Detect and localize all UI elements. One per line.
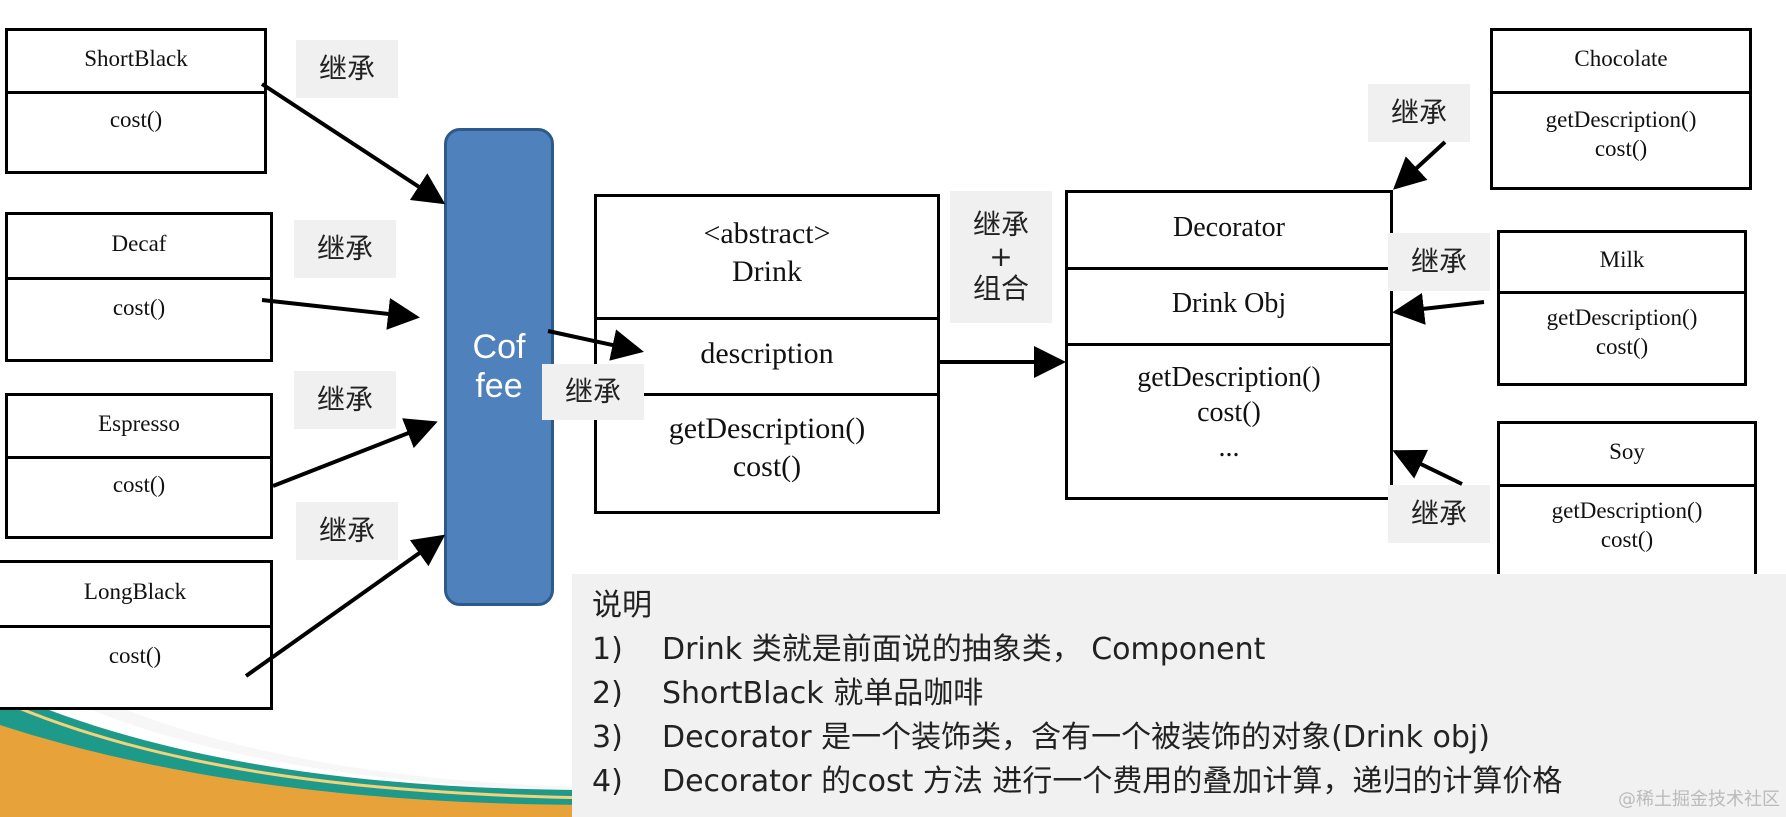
notes-panel: 说明 1) Drink 类就是前面说的抽象类， Component 2) Sho…	[572, 574, 1786, 817]
method: cost()	[1594, 135, 1648, 161]
label-line: 继承	[972, 207, 1029, 241]
method: cost()	[112, 295, 166, 320]
class-methods: cost()	[8, 277, 270, 359]
notes-item: 4) Decorator 的cost 方法 进行一个费用的叠加计算，递归的计算价…	[592, 760, 1766, 804]
class-name: Drink	[732, 254, 802, 288]
edge-label-inherit: 继承	[294, 371, 396, 429]
class-name: Milk	[1599, 247, 1645, 272]
label-line: +	[989, 239, 1013, 273]
method: getDescription()	[668, 412, 866, 445]
method: getDescription()	[1546, 305, 1698, 330]
notes-item-text: Decorator 是一个装饰类，含有一个被装饰的对象(Drink obj)	[662, 720, 1490, 755]
notes-item-text: ShortBlack 就单品咖啡	[662, 676, 984, 711]
method: getDescription()	[1551, 498, 1703, 523]
edge-label-inherit: 继承	[296, 502, 398, 560]
class-methods: getDescription() cost()	[1500, 484, 1754, 578]
class-name: Decorator	[1173, 212, 1285, 243]
watermark: @稀土掘金技术社区	[1618, 789, 1780, 810]
class-methods: getDescription() cost() ...	[1068, 343, 1390, 497]
method: cost()	[732, 449, 802, 483]
label-line: 组合	[972, 272, 1029, 306]
method: ...	[1218, 432, 1240, 463]
method: cost()	[1197, 397, 1261, 428]
class-longblack: LongBlack cost()	[0, 560, 273, 710]
notes-heading: 说明	[592, 588, 652, 623]
class-shortblack: ShortBlack cost()	[5, 28, 267, 174]
class-name: LongBlack	[83, 579, 187, 604]
class-methods: cost()	[8, 91, 264, 171]
class-name: Espresso	[98, 411, 180, 436]
edge-label-inherit: 继承	[1368, 84, 1470, 142]
notes-item-number: 3)	[592, 720, 623, 755]
edge-label-inherit: 继承	[294, 220, 396, 278]
class-methods: getDescription() cost()	[597, 393, 937, 511]
coffee-label-line2: fee	[475, 367, 523, 405]
notes-item-number: 2)	[592, 676, 623, 711]
class-chocolate: Chocolate getDescription() cost()	[1490, 28, 1752, 190]
notes-item-text: Decorator 的cost 方法 进行一个费用的叠加计算，递归的计算价格	[662, 764, 1563, 799]
class-field: Drink Obj	[1068, 267, 1390, 343]
class-methods: cost()	[8, 456, 270, 536]
class-methods: getDescription() cost()	[1493, 91, 1749, 187]
class-milk: Milk getDescription() cost()	[1497, 230, 1747, 386]
class-coffee: Cof fee	[444, 128, 554, 606]
class-name: Decaf	[111, 231, 167, 256]
coffee-label-line1: Cof	[472, 328, 526, 366]
method: cost()	[1595, 333, 1649, 359]
method: getDescription()	[1137, 362, 1321, 393]
notes-item-number: 1)	[592, 632, 623, 667]
class-methods: getDescription() cost()	[1500, 291, 1744, 383]
notes-item: 2) ShortBlack 就单品咖啡	[592, 672, 1766, 716]
method: cost()	[112, 472, 166, 497]
edge-label-inherit: 继承	[1388, 233, 1490, 291]
class-methods: cost()	[0, 625, 270, 707]
edge-label-inherit: 继承	[1388, 485, 1490, 543]
class-name: Chocolate	[1574, 46, 1668, 71]
class-espresso: Espresso cost()	[5, 393, 273, 539]
method: cost()	[1600, 526, 1654, 552]
class-header: <abstract> Drink	[597, 197, 937, 317]
edge-label-inherit-compose: 继承 + 组合	[950, 191, 1052, 323]
edge-label-inherit: 继承	[296, 40, 398, 98]
method: cost()	[109, 107, 163, 132]
class-name: Soy	[1609, 439, 1645, 464]
class-soy: Soy getDescription() cost()	[1497, 421, 1757, 581]
notes-item: 1) Drink 类就是前面说的抽象类， Component	[592, 628, 1766, 672]
class-drink: <abstract> Drink description getDescript…	[594, 194, 940, 514]
edge-label-inherit: 继承	[542, 364, 644, 420]
notes-item-number: 4)	[592, 764, 623, 799]
stereotype: <abstract>	[703, 217, 831, 250]
method: getDescription()	[1545, 107, 1697, 132]
notes-item-text: Drink 类就是前面说的抽象类， Component	[662, 632, 1266, 667]
class-decaf: Decaf cost()	[5, 212, 273, 362]
method: cost()	[108, 643, 162, 668]
class-name: ShortBlack	[84, 46, 188, 71]
class-decorator: Decorator Drink Obj getDescription() cos…	[1065, 190, 1393, 500]
class-field: description	[597, 317, 937, 393]
notes-item: 3) Decorator 是一个装饰类，含有一个被装饰的对象(Drink obj…	[592, 716, 1766, 760]
